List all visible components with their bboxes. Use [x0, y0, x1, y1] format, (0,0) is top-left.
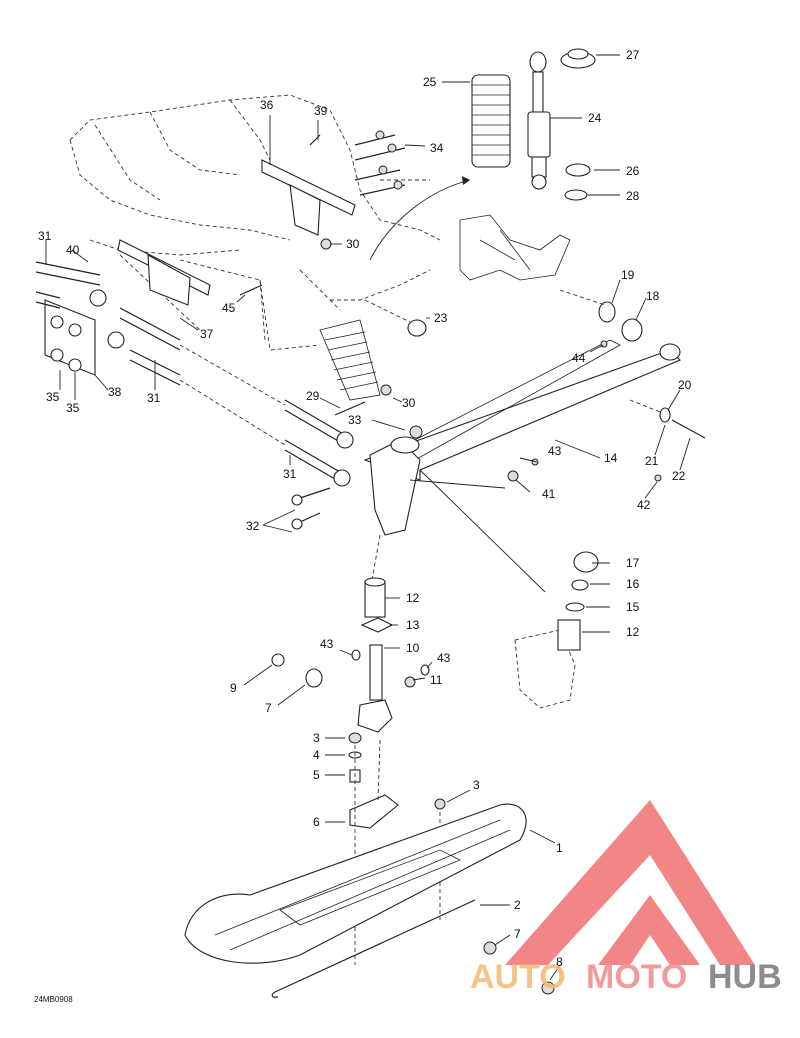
steering-arm-sketch	[459, 214, 571, 281]
callout-23: 23	[434, 311, 448, 325]
callout-41: 41	[542, 487, 556, 501]
callout-15: 15	[626, 600, 640, 614]
callout-45: 45	[222, 301, 236, 315]
shock-absorber	[527, 51, 551, 190]
callout-9: 9	[230, 681, 237, 695]
drawing-code: 24MB0908	[34, 995, 73, 1004]
watermark-triangle-icon	[505, 800, 755, 965]
callout-38: 38	[108, 385, 122, 399]
ski	[184, 803, 555, 998]
callout-40: 40	[66, 243, 80, 257]
callout-30b: 30	[402, 396, 416, 410]
callout-8: 8	[556, 955, 563, 969]
callout-35b: 35	[66, 401, 80, 415]
callout-20: 20	[678, 378, 692, 392]
callout-24: 24	[588, 111, 602, 125]
callout-17: 17	[626, 556, 640, 570]
callout-16: 16	[626, 577, 640, 591]
leader-lines	[45, 54, 691, 981]
spring	[471, 74, 511, 168]
callout-27: 27	[626, 48, 640, 62]
bushings	[364, 289, 643, 342]
callout-2: 2	[514, 898, 521, 912]
watermark-moto: MOTO	[586, 958, 687, 996]
callout-43: 43	[548, 444, 562, 458]
callout-44: 44	[572, 351, 586, 365]
callout-39: 39	[314, 104, 328, 118]
callout-29: 29	[306, 389, 320, 403]
chassis-frame	[69, 94, 441, 351]
watermark-auto: AUTO	[470, 958, 566, 996]
callout-21: 21	[645, 454, 659, 468]
callout-labels: 1 2 3 3 4 5 6 7 7 8 9 10 11 12 12 13 14 …	[38, 48, 692, 969]
arm-bolt	[507, 340, 706, 482]
callout-33: 33	[348, 413, 362, 427]
watermark-hub: HUB	[708, 958, 782, 996]
spindle-column	[271, 577, 430, 733]
callout-22: 22	[672, 469, 686, 483]
callout-3b: 3	[473, 778, 480, 792]
callout-13: 13	[406, 618, 420, 632]
callout-14: 14	[604, 451, 618, 465]
bolts	[239, 284, 423, 530]
callout-43b: 43	[320, 637, 334, 651]
spring-cups	[560, 48, 596, 201]
callout-31b: 31	[147, 391, 161, 405]
callout-10: 10	[406, 641, 420, 655]
mounting-plate-and-rods	[35, 261, 354, 487]
callout-4: 4	[313, 748, 320, 762]
callout-30: 30	[346, 237, 360, 251]
callout-11: 11	[430, 673, 443, 687]
callout-7b: 7	[514, 927, 521, 941]
rubber-boot	[319, 319, 381, 401]
callout-18: 18	[646, 289, 660, 303]
callout-26: 26	[626, 164, 640, 178]
spindle-housing	[514, 551, 599, 709]
callout-37: 37	[200, 327, 214, 341]
callout-6: 6	[313, 815, 320, 829]
a-arm	[363, 339, 681, 536]
brackets	[117, 130, 406, 306]
callout-31: 31	[38, 229, 52, 243]
callout-34: 34	[430, 141, 444, 155]
callout-28: 28	[626, 189, 640, 203]
callout-7: 7	[265, 701, 272, 715]
callout-12: 12	[406, 591, 420, 605]
callout-35: 35	[46, 390, 60, 404]
callout-3: 3	[313, 731, 320, 745]
watermark-logo: AUTO MOTO HUB	[470, 800, 782, 996]
callout-43c: 43	[437, 651, 451, 665]
callout-5: 5	[313, 768, 320, 782]
callout-25: 25	[423, 75, 437, 89]
callout-42: 42	[637, 498, 651, 512]
callout-19: 19	[621, 268, 635, 282]
callout-36: 36	[260, 98, 274, 112]
callout-12b: 12	[626, 625, 640, 639]
callout-32: 32	[246, 519, 260, 533]
callout-31c: 31	[283, 467, 297, 481]
callout-1: 1	[556, 841, 563, 855]
